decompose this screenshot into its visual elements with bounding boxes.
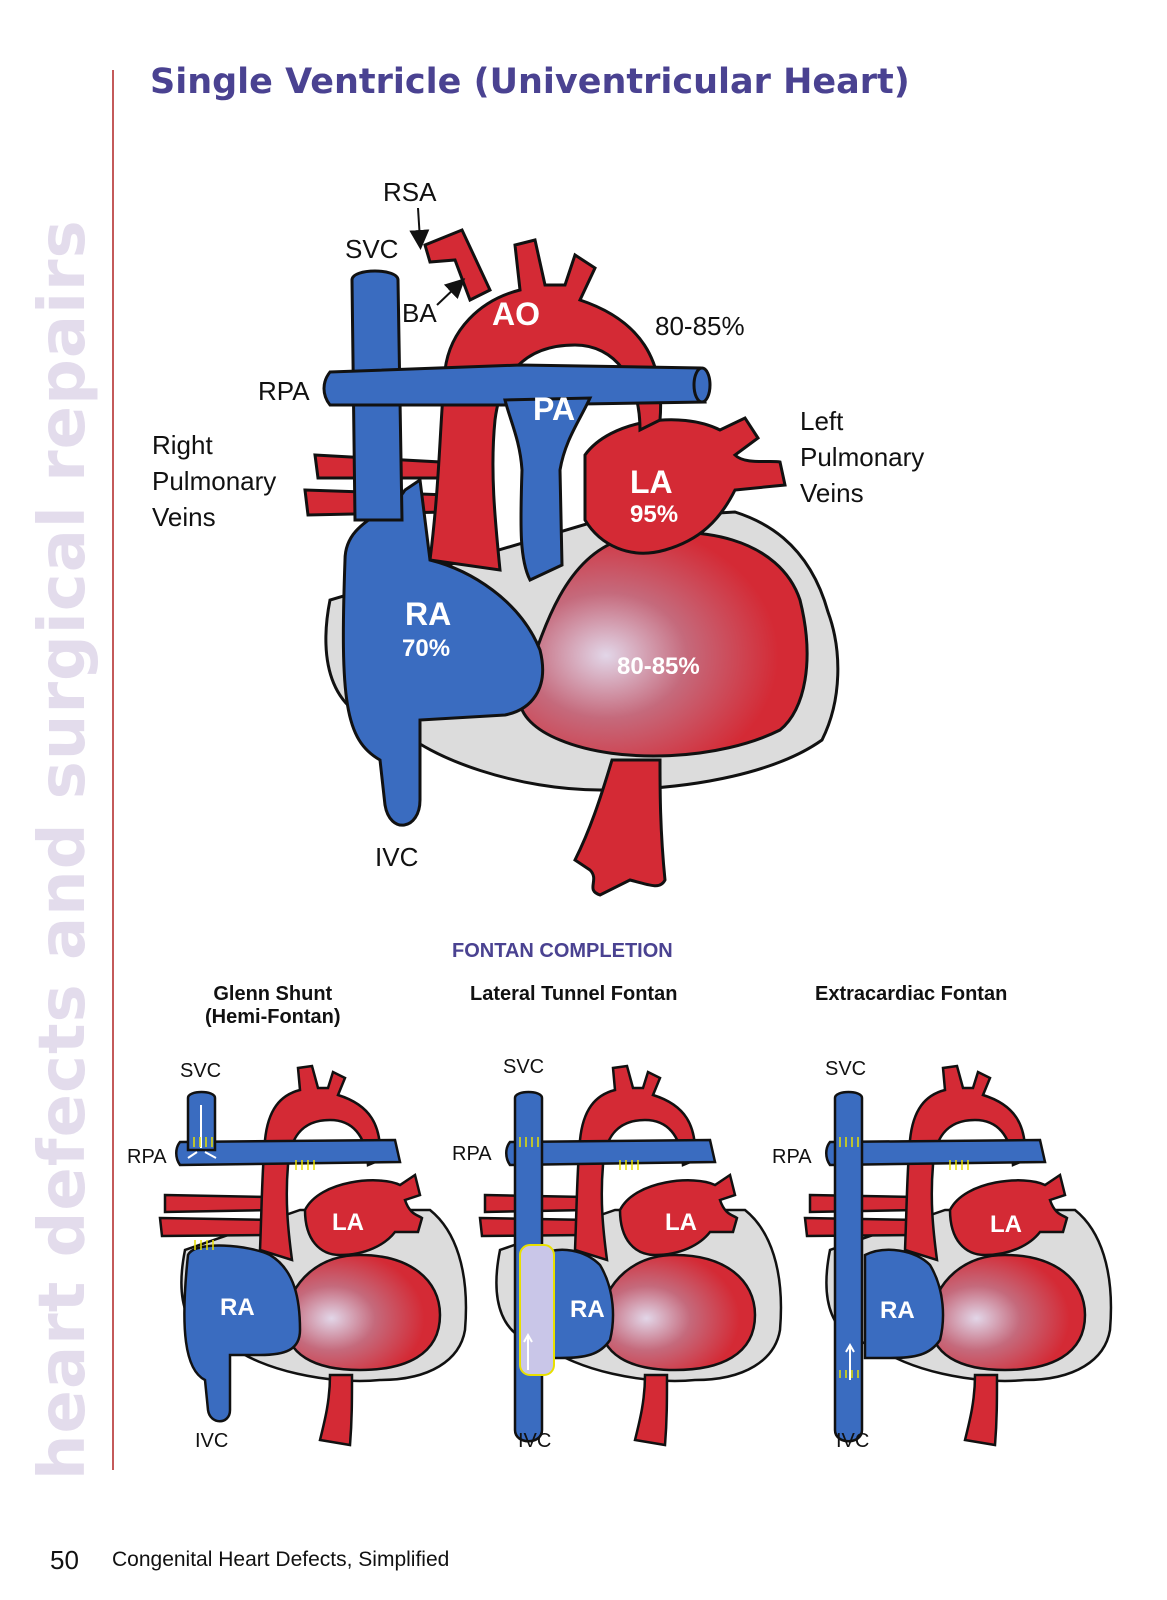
extracardiac-ventricle xyxy=(928,1253,1087,1372)
lateral-ivc-label: IVC xyxy=(518,1430,551,1452)
fontan-completion-title: FONTAN COMPLETION xyxy=(452,940,673,962)
glenn-svc-label: SVC xyxy=(180,1060,221,1082)
single-ventricle xyxy=(518,531,809,758)
lateral-descending-aorta xyxy=(633,1373,669,1447)
margin-rule xyxy=(112,70,114,1470)
svc-label: SVC xyxy=(345,234,398,264)
glenn-panel: SVC RPA LA RA IVC xyxy=(127,1060,468,1452)
glenn-right-pulmonary-veins xyxy=(158,1193,277,1238)
la-label: LA xyxy=(630,464,673,500)
glenn-la-label: LA xyxy=(332,1209,364,1236)
ventricle-saturation: 80-85% xyxy=(617,653,700,680)
lateral-tunnel-title: Lateral Tunnel Fontan xyxy=(470,983,677,1006)
extracardiac-rpa xyxy=(825,1138,1047,1167)
lateral-la xyxy=(618,1172,739,1257)
ivc-label: IVC xyxy=(375,842,418,872)
rpa-label: RPA xyxy=(258,376,310,406)
aorta-saturation: 80-85% xyxy=(655,311,745,341)
glenn-descending-aorta xyxy=(318,1373,354,1447)
extracardiac-suture-lines xyxy=(839,1137,969,1378)
right-pulmonary-veins-label-line1: Right xyxy=(152,430,213,460)
glenn-title-line2: (Hemi-Fontan) xyxy=(205,1006,341,1028)
main-heart-diagram: RSA SVC BA AO RPA PA Right Pulmonary Vei… xyxy=(152,177,924,897)
page-title: Single Ventricle (Univentricular Heart) xyxy=(150,62,910,102)
glenn-rpa-label: RPA xyxy=(127,1146,167,1168)
glenn-ventricle xyxy=(283,1253,442,1372)
lateral-ra xyxy=(538,1248,615,1360)
extracardiac-la-label: LA xyxy=(990,1211,1022,1238)
extracardiac-descending-aorta xyxy=(963,1373,999,1447)
rsa-label: RSA xyxy=(383,177,437,207)
glenn-ra xyxy=(183,1244,302,1423)
extracardiac-panel: SVC RPA LA RA IVC xyxy=(772,1058,1113,1452)
extracardiac-conduit xyxy=(833,1090,864,1443)
extracardiac-title-line1: Extracardiac Fontan xyxy=(815,983,1008,1005)
extracardiac-ra-label: RA xyxy=(880,1297,915,1324)
extracardiac-ivc-label: IVC xyxy=(836,1430,869,1452)
glenn-ivc-label: IVC xyxy=(195,1430,228,1452)
ba-label: BA xyxy=(402,298,437,328)
lateral-rpa-label: RPA xyxy=(452,1143,492,1165)
extracardiac-ra xyxy=(863,1248,945,1360)
descending-aorta xyxy=(573,758,667,897)
left-pulmonary-veins-label-line1: Left xyxy=(800,406,844,436)
lateral-tunnel-panel: SVC RPA LA RA IVC xyxy=(452,1056,783,1452)
extracardiac-la xyxy=(948,1172,1069,1257)
left-pulmonary-veins-label-line3: Veins xyxy=(800,478,864,508)
brachiocephalic-artery xyxy=(423,228,492,303)
lateral-tunnel-title-line1: Lateral Tunnel Fontan xyxy=(470,983,678,1005)
page-number: 50 xyxy=(50,1545,79,1575)
left-atrium xyxy=(583,416,787,555)
ra-label: RA xyxy=(405,596,451,632)
glenn-suture-lines xyxy=(193,1137,315,1250)
pa-label: PA xyxy=(533,391,575,427)
la-saturation: 95% xyxy=(630,501,678,528)
lateral-ra-label: RA xyxy=(570,1296,605,1323)
glenn-la xyxy=(303,1172,424,1257)
lateral-tunnel-baffle xyxy=(519,1244,555,1376)
right-pulmonary-veins-label-line2: Pulmonary xyxy=(152,466,276,496)
right-pulmonary-veins-label-line3: Veins xyxy=(152,502,216,532)
ao-label: AO xyxy=(492,296,540,332)
lateral-aorta xyxy=(573,1064,697,1262)
lateral-suture-lines xyxy=(519,1137,639,1170)
right-atrium xyxy=(341,477,545,827)
extracardiac-aorta xyxy=(903,1064,1027,1262)
left-pulmonary-veins-label-line2: Pulmonary xyxy=(800,442,924,472)
extracardiac-rpa-label: RPA xyxy=(772,1146,812,1168)
glenn-title: Glenn Shunt (Hemi-Fontan) xyxy=(205,983,341,1029)
extracardiac-title: Extracardiac Fontan xyxy=(815,983,1007,1006)
lateral-svc-label: SVC xyxy=(503,1056,544,1078)
lateral-la-label: LA xyxy=(665,1209,697,1236)
lateral-ventricle xyxy=(598,1253,757,1372)
book-title: Congenital Heart Defects, Simplified xyxy=(112,1548,450,1571)
glenn-rpa xyxy=(175,1138,402,1167)
ra-saturation: 70% xyxy=(402,635,450,662)
pulmonary-artery xyxy=(503,396,593,582)
extracardiac-svc-label: SVC xyxy=(825,1058,866,1080)
glenn-title-line1: Glenn Shunt xyxy=(213,983,333,1005)
lateral-rpa xyxy=(505,1138,717,1167)
glenn-ra-label: RA xyxy=(220,1294,255,1321)
